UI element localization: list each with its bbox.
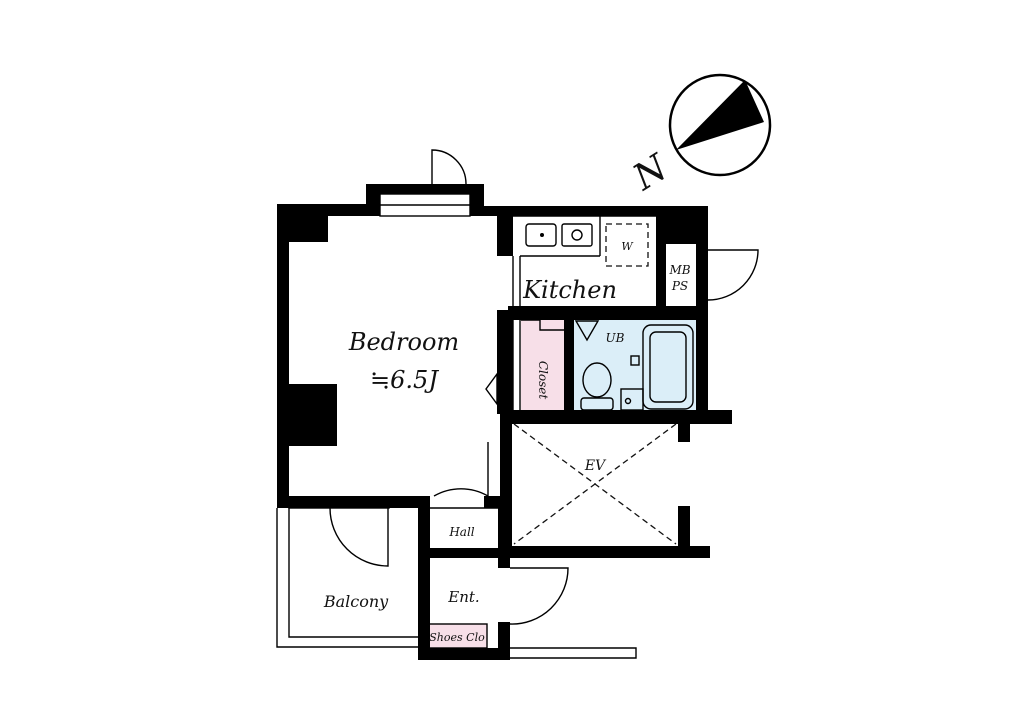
shoes-closet-label: Shoes Clo (429, 631, 485, 644)
bedroom-label: Bedroom (348, 328, 459, 356)
north-label: N (626, 146, 677, 199)
shoes-closet-fill (427, 624, 487, 648)
mbps-label-1: MB (668, 263, 690, 277)
walls (277, 184, 732, 660)
mbps-label-2: PS (671, 279, 688, 293)
hall-label: Hall (448, 525, 474, 539)
washer-space (605, 223, 649, 267)
washer-label: W (621, 240, 634, 253)
balcony-door-swing (329, 507, 389, 567)
compass: N (626, 73, 772, 199)
thin-lines (276, 193, 707, 659)
ev-label: EV (584, 458, 607, 474)
top-door-swing (431, 149, 467, 185)
closet-label: Closet (536, 361, 550, 400)
bedroom-size-label: ≒6.5J (370, 366, 439, 394)
balcony-label: Balcony (323, 592, 389, 611)
ub-label: UB (606, 331, 625, 345)
doors (329, 149, 759, 625)
entrance-label: Ent. (447, 588, 479, 606)
bedroom-door-swing (433, 442, 489, 498)
ev-cross-2 (513, 423, 677, 545)
mbps-door-swing (707, 249, 759, 301)
kitchen-label: Kitchen (522, 276, 617, 304)
entrance-door-swing (509, 567, 569, 625)
closet-fill (521, 320, 564, 410)
compass-needle (676, 80, 764, 150)
